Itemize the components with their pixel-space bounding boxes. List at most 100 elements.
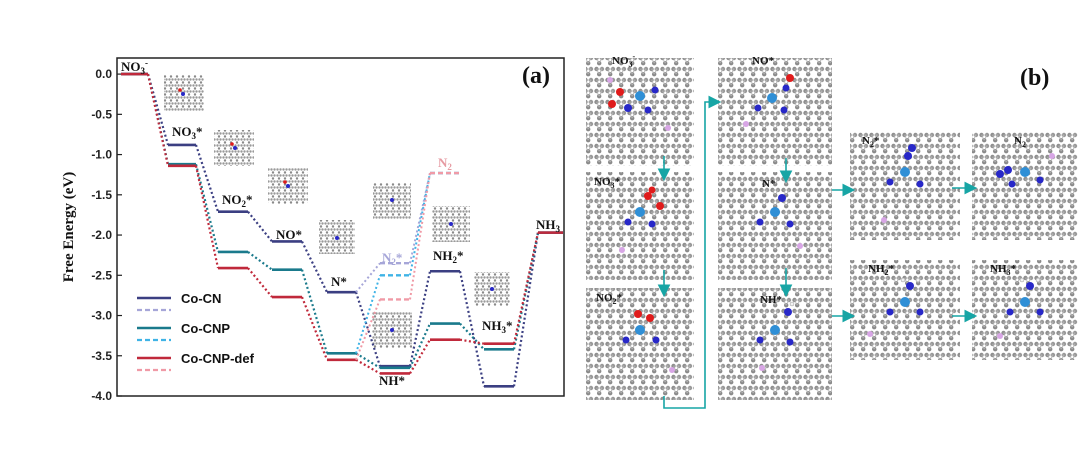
y-tick-label: -1.5 [91,188,112,202]
energy-connector-co-cn [247,211,273,243]
n2-connector-co-cnp-def [409,172,431,300]
label-no-star: NO* [276,227,302,242]
energy-connector-co-cnp-def [247,267,273,298]
structure-nh2-star [850,260,960,360]
energy-connector-co-cnp-def [194,165,220,269]
atom-n [181,92,185,96]
energy-connector-co-cnp [459,322,485,351]
cluster-no3-minus [608,86,659,114]
cluster-nh-star [756,301,795,346]
atom-o [178,88,182,92]
atom-n [490,287,494,291]
n2-connector-co-cnp [409,172,431,276]
energy-connector-co-cnp-def [459,338,485,345]
energy-connector-co-cnp-def [300,296,329,361]
structure-n2-star [850,132,960,240]
label-no2-star: NO2* [222,192,253,209]
energy-connector-co-cnp [247,251,273,271]
y-tick-label: -0.5 [91,107,112,121]
energy-connector-co-cnp-def [512,232,540,344]
label-nh3: NH3 [536,217,561,234]
structure-nh-star [718,288,832,400]
label-nh-star: NH* [379,373,405,388]
atom-n [449,222,453,226]
y-tick-label: -2.5 [91,268,112,282]
energy-connector-co-cn [354,291,382,367]
phosphorus-dopants [607,77,1055,373]
atom-n [335,236,339,240]
energy-connector-co-cnp [355,352,381,369]
panel-b-label: (b) [1020,65,1049,91]
atom-n [286,184,290,188]
structure-n2 [972,132,1078,240]
panel-a-label: (a) [522,63,550,89]
energy-connector-co-cn [512,232,540,387]
label-n2-star: N2* [382,250,402,267]
pathway-arrows [657,95,978,409]
label-n-star: N* [331,274,347,289]
label-s-n-star: N* [762,178,776,190]
y-axis: 0.0-0.5-1.0-1.5-2.0-2.5-3.0-3.5-4.0 [91,67,122,403]
energy-connector-co-cn [146,73,170,146]
label-s-nh-star: NH* [760,294,783,306]
label-s-nh2-star: NH2* [868,263,895,277]
label-nh3-star: NH3* [482,318,513,335]
cluster-n2-star [886,144,924,188]
label-no3-minus: NO3- [121,58,148,76]
energy-paths [121,72,563,388]
cluster-no-star [754,74,794,114]
y-tick-label: -3.0 [91,309,112,323]
label-n2: N2 [438,155,452,172]
y-axis-label: Free Energy (eV) [61,172,77,283]
structure-n-star [718,172,832,280]
cluster-nh2-star [886,277,924,316]
structure-labels: NO3- NO3* NO2* NO* N* NH* N2* N2 NH2* NH… [594,52,1026,306]
arrow-connector [663,95,722,409]
label-s-no3-star: NO3* [594,176,621,190]
y-tick-label: -2.0 [91,228,112,242]
y-tick-label: -1.0 [91,148,112,162]
cluster-no3-star [624,186,664,228]
y-tick-label: 0.0 [95,67,112,81]
cluster-no2-star [622,310,660,344]
reaction-pathway: (b) [586,52,1078,409]
n2-connector-co-cn [355,262,381,293]
legend-label: Co-CNP [181,321,230,336]
energy-connector-co-cnp [300,269,329,354]
label-s-no2-star: NO2* [596,292,623,306]
label-s-n2: N2 [1014,135,1026,149]
plot-frame [116,57,565,397]
atom-n [390,198,394,202]
label-nh2-star: NH2* [433,248,464,265]
atom-o [283,180,287,184]
structure-no2-star [586,288,694,400]
cluster-n2 [996,166,1044,188]
energy-connector-co-cnp-def [409,339,431,375]
energy-connector-co-cnp-def [146,73,170,167]
label-s-nh3-star: NH3* [990,263,1017,277]
free-energy-chart: 0.0-0.5-1.0-1.5-2.0-2.5-3.0-3.5-4.0 Free… [61,57,565,403]
step-annotations: NO3- NO3* NO2* NO* N* N2* NH* N2 NH2* NH… [121,58,561,388]
structure-no3-minus [586,58,694,166]
atom-n [233,146,237,150]
energy-connector-co-cnp [194,163,220,253]
structure-no-star [718,58,832,166]
structure-no3-star [586,172,694,280]
label-s-no3-minus: NO3- [612,52,636,69]
label-no3-star: NO3* [172,124,203,141]
energy-connector-co-cn [458,271,486,387]
y-tick-label: -4.0 [91,389,112,403]
atom-n [390,328,394,332]
atom-o [230,142,234,146]
active-sites [607,74,1055,373]
structure-thumbnails [164,75,510,348]
cluster-n-star [756,194,794,228]
energy-connector-co-cnp [408,323,432,369]
n2-connector-co-cnp [355,274,381,354]
energy-connector-co-cn [194,144,220,213]
cluster-nh3-star [1006,277,1044,316]
legend-label: Co-CNP-def [181,351,255,366]
energy-connector-co-cnp-def [355,358,381,375]
